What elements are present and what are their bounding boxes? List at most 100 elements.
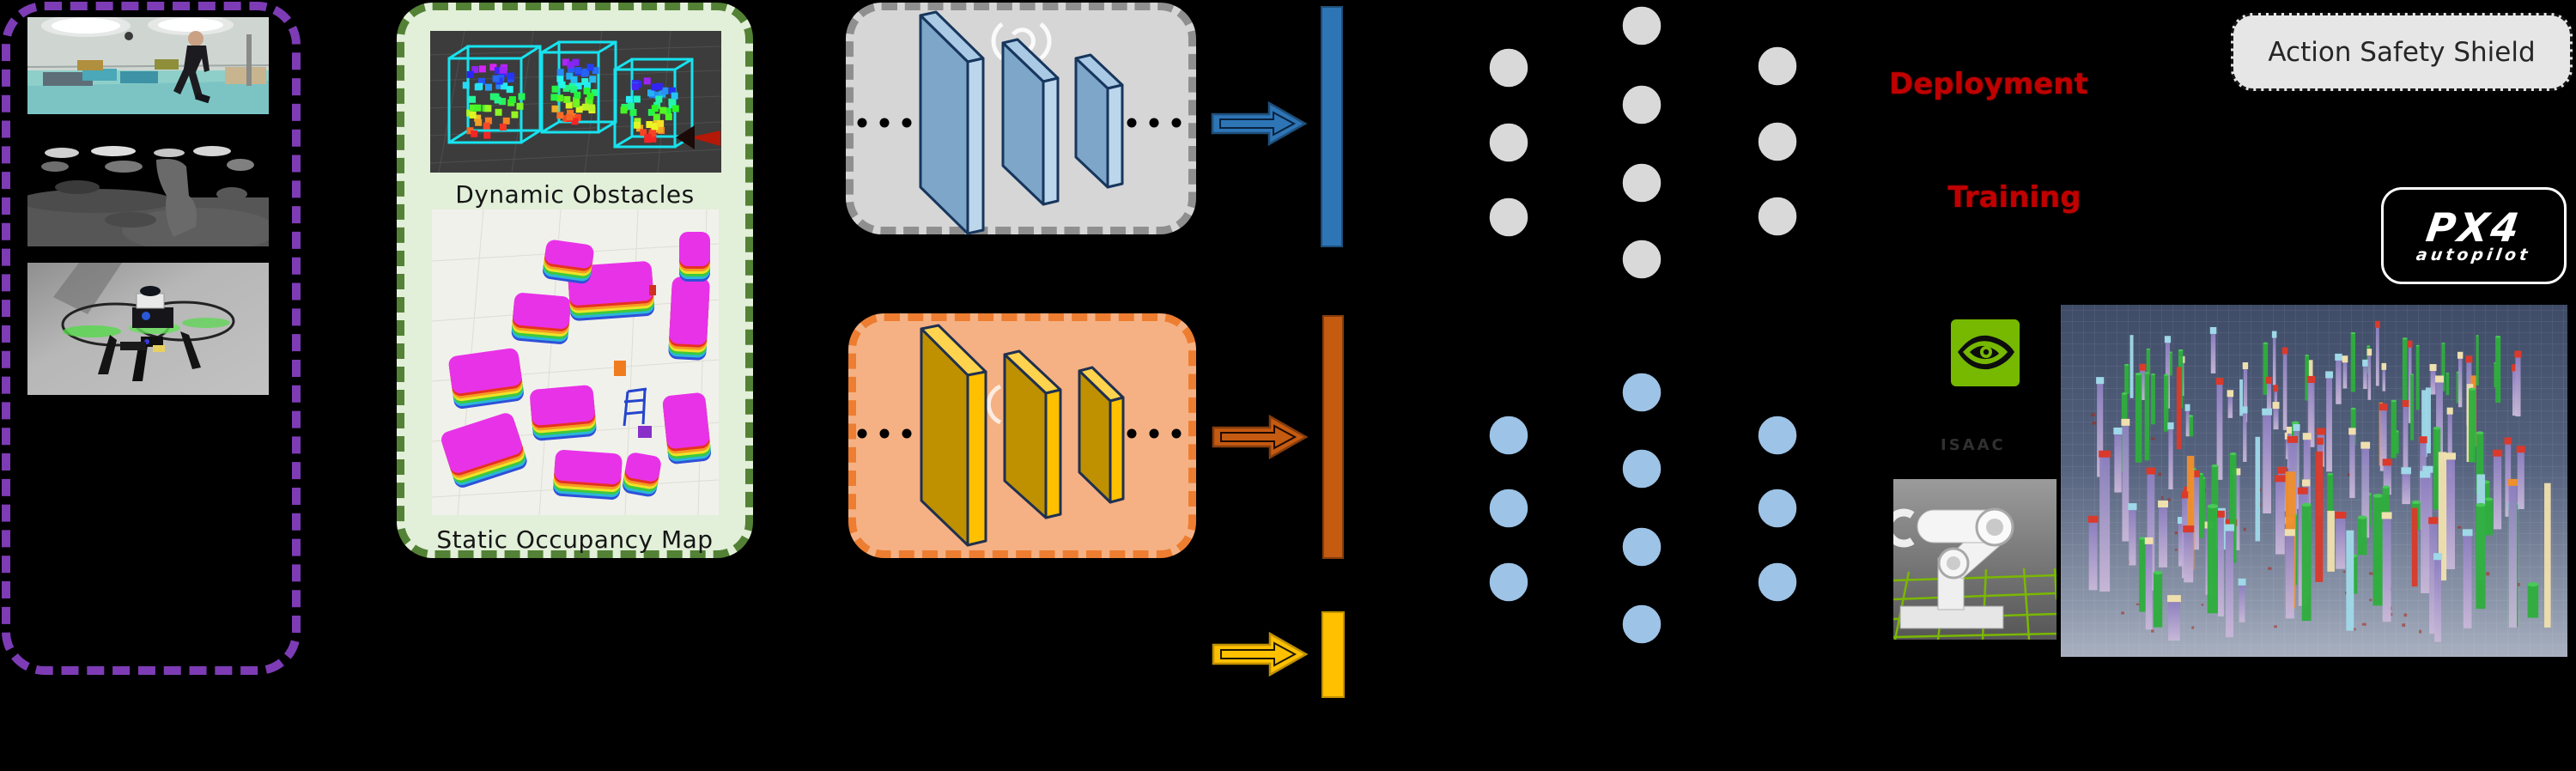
sim-obstacle-pillar bbox=[2183, 525, 2195, 583]
network-node bbox=[1757, 415, 1798, 456]
sim-obstacle-pillar bbox=[2139, 363, 2147, 400]
sim-obstacle-pillar bbox=[2146, 348, 2150, 376]
px4-logo-subtitle: autopilot bbox=[2415, 245, 2533, 264]
network-node bbox=[1757, 46, 1798, 87]
sim-obstacle-pillar bbox=[2379, 404, 2388, 471]
network-node bbox=[1488, 562, 1529, 603]
sim-obstacle-pillar bbox=[2306, 375, 2316, 447]
sim-obstacle-pillar bbox=[2184, 404, 2190, 437]
sim-obstacle-pillar bbox=[2457, 351, 2464, 408]
occupancy-blob bbox=[511, 293, 571, 344]
sim-obstacle-pillar bbox=[2429, 364, 2437, 395]
sim-obstacle-pillar bbox=[2411, 507, 2418, 587]
rgb-camera-image bbox=[27, 17, 269, 114]
action-safety-shield-label: Action Safety Shield bbox=[2268, 36, 2536, 68]
sim-obstacle-pillar bbox=[2492, 449, 2503, 530]
sim-obstacle-pillar bbox=[2238, 578, 2246, 622]
gripper-icon bbox=[1893, 508, 1915, 548]
sim-obstacle-pillar bbox=[2507, 478, 2518, 628]
sim-obstacle-pillar bbox=[2301, 502, 2312, 622]
sim-obstacle-pillar bbox=[2273, 385, 2279, 409]
network-node bbox=[1621, 239, 1662, 280]
sim-obstacle-pillar bbox=[2421, 390, 2427, 458]
sim-obstacle-pillar bbox=[2207, 504, 2219, 614]
sim-obstacle-pillar bbox=[2305, 354, 2310, 401]
sim-obstacle-pillar bbox=[2401, 467, 2411, 505]
sim-obstacle-pillar bbox=[2527, 582, 2539, 618]
occupancy-blob bbox=[679, 232, 710, 282]
sim-obstacle-pillar bbox=[2121, 392, 2128, 429]
sim-obstacle-pillar bbox=[2428, 517, 2439, 634]
sim-obstacle-pillar bbox=[2391, 399, 2397, 458]
isaac-label: ISAAC bbox=[1941, 436, 2006, 454]
sim-obstacle-pillar bbox=[2402, 337, 2408, 406]
sim-obstacle-pillar bbox=[2514, 350, 2522, 417]
occupancy-blob bbox=[441, 413, 527, 488]
network-node bbox=[1757, 562, 1798, 603]
sim-obstacle-pillar bbox=[2346, 530, 2354, 631]
sim-obstacle-pillar bbox=[2144, 537, 2154, 630]
yellow-feature-bar bbox=[1321, 611, 1345, 698]
sim-obstacle-pillar bbox=[2372, 494, 2383, 606]
sim-obstacle-pillar bbox=[2281, 347, 2288, 430]
network-node bbox=[1757, 196, 1798, 237]
sim-obstacle-pillar bbox=[2284, 529, 2295, 619]
network-node bbox=[1621, 526, 1662, 568]
depth-image bbox=[27, 144, 269, 246]
person-silhouette bbox=[173, 31, 210, 104]
sim-obstacle-pillar bbox=[2407, 340, 2413, 423]
sim-obstacle-pillar bbox=[2121, 418, 2130, 542]
sim-obstacle-pillar bbox=[2335, 353, 2342, 404]
orange-arrow-icon bbox=[1212, 414, 1309, 460]
sim-obstacle-pillar bbox=[2099, 450, 2111, 592]
sim-obstacle-pillar bbox=[2124, 363, 2129, 394]
network-node bbox=[1757, 121, 1798, 162]
sim-obstacle-pillar bbox=[2462, 529, 2473, 628]
policy-networks bbox=[1488, 5, 1798, 645]
occupancy-blob bbox=[553, 449, 623, 500]
occupancy-blob bbox=[530, 385, 597, 441]
static-occupancy-map-label: Static Occupancy Map bbox=[436, 525, 714, 554]
nvidia-logo-icon bbox=[1951, 319, 2020, 386]
drone-image bbox=[27, 263, 269, 395]
bounding-box-wireframe bbox=[447, 45, 542, 144]
sim-obstacle-pillar bbox=[2272, 402, 2280, 430]
sim-obstacle-pillar bbox=[2271, 331, 2277, 386]
sim-obstacle-pillar bbox=[2476, 502, 2486, 610]
ellipsis-dots-orange bbox=[857, 428, 1182, 439]
yellow-arrow-icon bbox=[1212, 631, 1309, 677]
sim-obstacle-pillar bbox=[2444, 452, 2456, 569]
deployment-label: Deployment bbox=[1889, 67, 2088, 101]
sim-obstacle-pillar bbox=[2446, 407, 2453, 478]
sim-obstacle-pillar bbox=[2135, 373, 2142, 463]
robot-arm bbox=[1893, 507, 2014, 629]
sim-obstacle-pillar bbox=[2476, 431, 2484, 494]
sim-obstacle-pillar bbox=[2435, 375, 2444, 466]
sim-obstacle-pillar bbox=[2350, 407, 2356, 446]
px4-logo-title: PX4 bbox=[2423, 203, 2524, 251]
feature-arrows-bars bbox=[1211, 6, 1345, 698]
ellipsis-dots-gray bbox=[857, 118, 1182, 128]
sim-obstacle-pillar bbox=[2233, 468, 2241, 550]
network-node bbox=[1621, 5, 1662, 46]
network-node bbox=[1621, 162, 1662, 203]
pose-arrow-icon bbox=[676, 125, 720, 149]
chair-wireframe-icon bbox=[623, 387, 647, 427]
sim-obstacle-pillar bbox=[2139, 537, 2146, 612]
sim-obstacle-pillar bbox=[2445, 373, 2450, 396]
network-node bbox=[1621, 84, 1662, 125]
simulation-environment-image bbox=[2061, 305, 2567, 657]
sim-obstacle-pillar bbox=[2433, 427, 2441, 510]
sim-obstacle-pillar bbox=[2484, 497, 2494, 536]
sim-obstacle-pillar bbox=[2144, 372, 2150, 461]
network-node bbox=[1757, 488, 1798, 529]
network-node bbox=[1621, 604, 1662, 645]
sim-obstacle-pillar bbox=[2441, 342, 2445, 392]
sim-obstacle-pillar bbox=[2128, 503, 2137, 566]
network-node bbox=[1488, 415, 1529, 456]
sim-obstacle-pillar bbox=[2275, 475, 2286, 555]
sim-obstacle-pillar bbox=[2350, 331, 2356, 392]
sim-obstacle-pillar bbox=[2410, 373, 2415, 440]
sim-obstacle-pillar bbox=[2255, 436, 2261, 542]
